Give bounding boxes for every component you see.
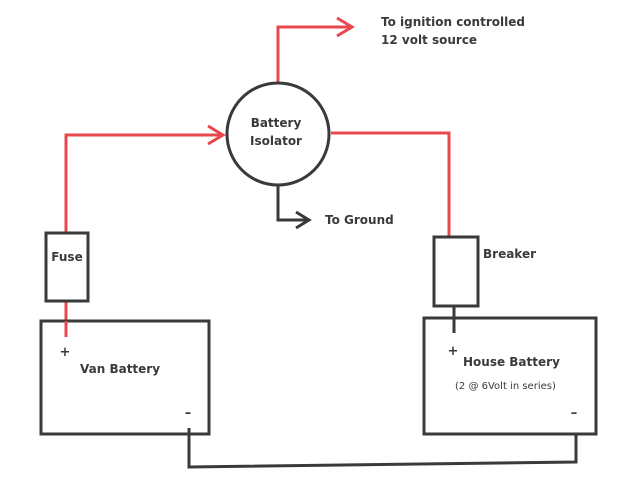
van-battery-label: Van Battery [80,362,160,376]
house-battery-plus: + [448,344,459,359]
wire-fuse-to-isolator [64,133,223,233]
house-battery-minus: – [571,406,578,421]
battery-isolator [225,81,331,187]
breaker [432,235,480,308]
van-battery-plus: + [60,345,71,360]
house-battery-label: House Battery [463,355,560,369]
house-battery [422,316,598,436]
wire-isolator-to-breaker [331,131,451,237]
arrowhead-isolator-input [207,124,226,146]
positive-wires [64,16,451,337]
house-battery-note: (2 @ 6Volt in series) [455,381,556,392]
wire-isolator-to-ignition [276,25,352,83]
breaker-label: Breaker [483,247,536,261]
isolator-label-line1: Battery [251,116,302,130]
isolator-label-line2: Isolator [250,134,302,148]
fuse-label: Fuse [51,250,82,264]
ground-label: To Ground [325,213,394,227]
arrowhead-ground [295,210,312,230]
ignition-label-line1: To ignition controlled [381,15,525,29]
wire-negative-link [187,423,578,469]
components [39,81,598,436]
arrowhead-ignition [336,16,355,38]
wire-isolator-to-ground [276,185,309,222]
van-battery [39,319,211,436]
van-battery-minus: – [185,406,192,421]
fuse [44,231,90,303]
ignition-label-line2: 12 volt source [381,33,477,47]
